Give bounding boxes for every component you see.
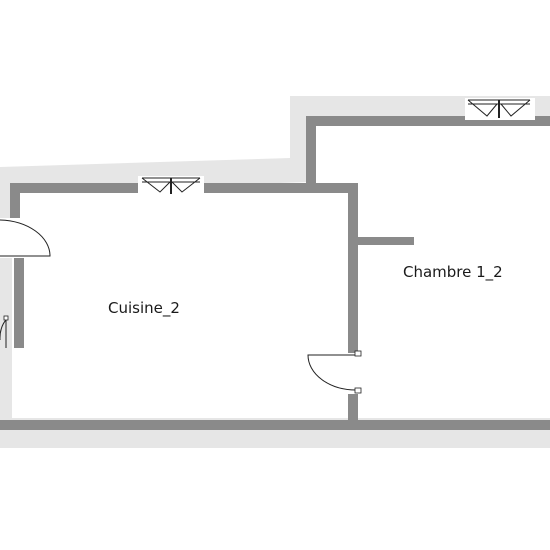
kitchen-label: Cuisine_2 — [108, 299, 180, 318]
left-door — [0, 218, 51, 258]
partition-stub — [358, 237, 414, 245]
partition-wall-upper — [348, 183, 358, 353]
bottom-wall — [0, 420, 550, 430]
bedroom-label: Chambre 1_2 — [403, 263, 503, 282]
bedroom-window — [465, 98, 535, 120]
partition-door — [307, 350, 362, 394]
partition-wall-lower — [348, 394, 358, 424]
step-vertical-wall — [306, 116, 316, 190]
left-wall-lower — [14, 258, 24, 348]
kitchen-window — [138, 176, 204, 196]
left-wall-upper — [10, 183, 20, 218]
left-lower-door — [0, 315, 9, 348]
bedroom-top-wall — [306, 116, 550, 126]
